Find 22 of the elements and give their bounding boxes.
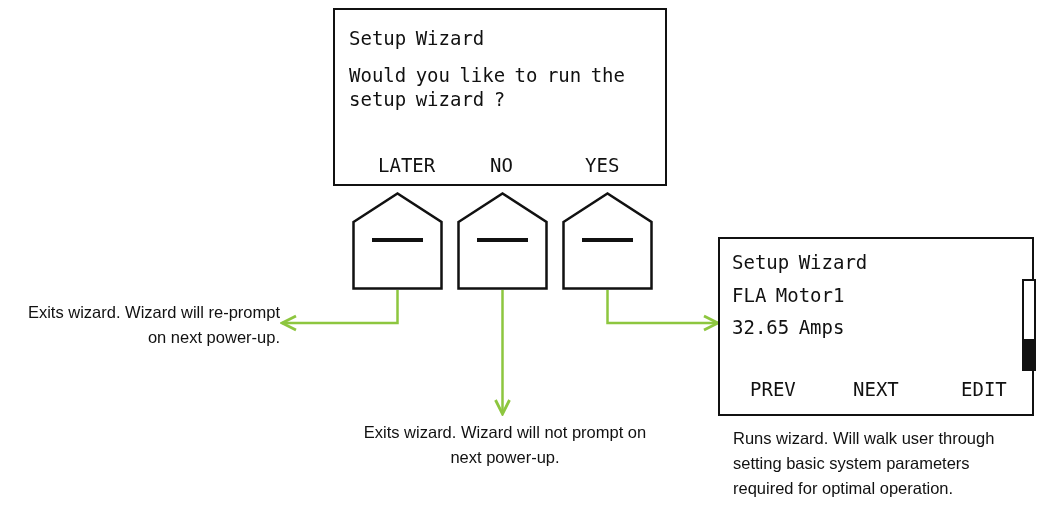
screen-text: Setup Wizard [349,26,486,50]
softkey-button [457,192,548,290]
description-text: Exits wizard. Wizard will re-prompt on next power-up. [26,302,280,348]
screen-text: Setup Wizard [732,250,869,274]
softkey-button [352,192,443,290]
softkey-label: LATER [378,153,436,177]
softkey-label: YES [585,153,620,177]
lcd-screen [718,237,1034,416]
softkey-label: NEXT [853,377,899,401]
softkey-button [562,192,653,290]
lcd-screen [333,8,667,186]
description-text: Exits wizard. Wizard will not prompt on next power-up. [362,422,648,468]
softkey-label: PREV [750,377,796,401]
screen-text: FLA Motor1 [732,283,846,307]
description-text: Runs wizard. Will walk user through setting basic system parameters required for optimal operation. [733,428,996,499]
softkey-label: EDIT [961,377,1007,401]
arrow [606,290,720,332]
screen-text: Would you like to run the setup wizard ? [349,63,626,111]
arrow [280,290,399,332]
softkey-label: NO [490,153,513,177]
arrow [494,290,511,416]
screen-text: 32.65 Amps [732,315,846,339]
